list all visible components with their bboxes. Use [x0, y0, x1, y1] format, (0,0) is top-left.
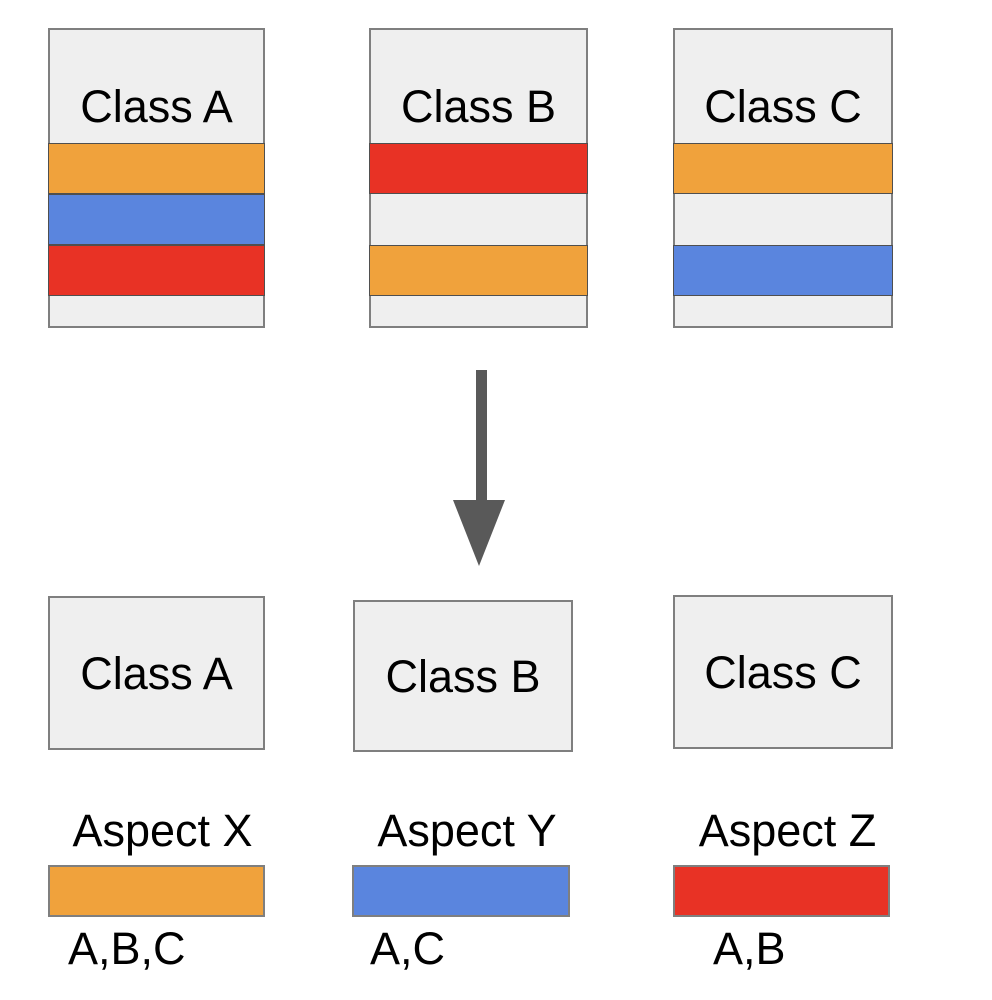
- bottom-class-c-box: Class C: [673, 595, 893, 749]
- top-class-b-box: Class B: [369, 28, 588, 328]
- down-arrow-head: [453, 500, 505, 566]
- class-c-label: Class C: [704, 81, 862, 132]
- aspect-z-group: Aspect Z A,B: [673, 806, 890, 986]
- bottom-class-a-box: Class A: [48, 596, 265, 750]
- stripe-orange: [369, 245, 588, 296]
- stripe-red: [48, 245, 265, 296]
- down-arrow-shaft: [476, 370, 487, 503]
- aspect-x-color-bar: [48, 865, 265, 917]
- aspect-z-color-bar: [673, 865, 890, 917]
- class-a-label: Class A: [80, 647, 233, 699]
- stripe-red: [369, 143, 588, 194]
- aspect-y-members: A,C: [370, 923, 446, 974]
- aspect-z-label: Aspect Z: [698, 805, 877, 856]
- aspect-y-label: Aspect Y: [377, 805, 557, 856]
- aspect-z-members: A,B: [713, 923, 786, 974]
- aspect-x-members: A,B,C: [68, 923, 186, 974]
- aspect-x-group: Aspect X A,B,C: [48, 806, 265, 986]
- stripe-blue: [673, 245, 893, 296]
- aspect-y-color-bar: [352, 865, 570, 917]
- stripe-blue: [48, 194, 265, 245]
- aspect-y-group: Aspect Y A,C: [352, 806, 570, 986]
- class-a-label: Class A: [80, 81, 233, 132]
- class-b-label: Class B: [385, 650, 541, 702]
- top-class-a-box: Class A: [48, 28, 265, 328]
- class-a-stripes: [48, 30, 265, 326]
- stripe-orange: [673, 143, 893, 194]
- stripe-orange: [48, 143, 265, 194]
- top-class-c-box: Class C: [673, 28, 893, 328]
- class-b-stripes: [369, 30, 588, 326]
- class-b-label: Class B: [400, 81, 557, 132]
- class-c-label: Class C: [704, 646, 862, 698]
- bottom-class-b-box: Class B: [353, 600, 573, 752]
- aspect-x-label: Aspect X: [72, 805, 253, 856]
- class-c-stripes: [673, 30, 893, 326]
